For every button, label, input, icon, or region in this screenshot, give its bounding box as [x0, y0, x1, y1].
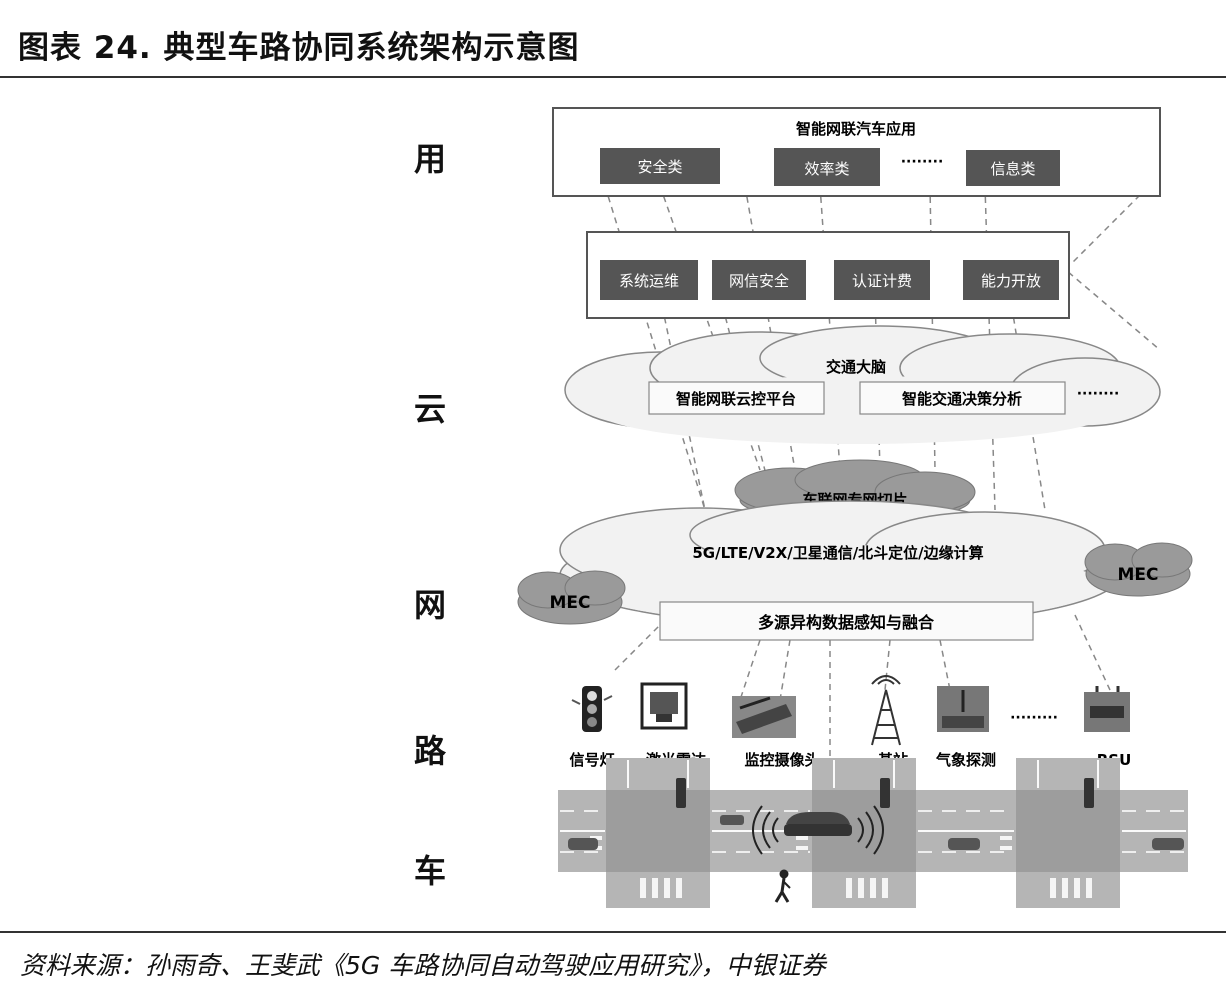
app-item-info-box: [966, 150, 1060, 186]
device-camera: 监控摄像头: [744, 751, 819, 769]
rsu-icon: [1084, 686, 1130, 732]
service-open: 能力开放: [981, 272, 1041, 290]
road-scene: [558, 758, 1188, 908]
mec-right-cloud: [1084, 542, 1193, 597]
device-weather: 气象探测: [935, 751, 996, 769]
camera-icon: [732, 696, 796, 738]
layer-label-app: 用: [414, 140, 447, 178]
service-security: 网信安全: [729, 272, 789, 290]
app-item-safety-box: [600, 148, 720, 184]
app-layer-title: 智能网联汽车应用: [796, 120, 916, 138]
app-ellipsis: ········: [901, 154, 944, 170]
architecture-diagram: 智能网联汽车应用 安全类 效率类 ········ 信息类 系统运维 网信安全 …: [517, 107, 1193, 908]
pedestrian-icon: [774, 869, 791, 903]
app-item-safety: 安全类: [637, 158, 682, 176]
base-station-icon: [871, 675, 901, 746]
cloud-platform-control-box: [648, 381, 825, 415]
cloud-platform-control: 智能网联云控平台: [676, 390, 796, 408]
figure-title: 图表 24. 典型车路协同系统架构示意图: [18, 30, 580, 66]
service-ops: 系统运维: [619, 272, 679, 290]
service-billing: 认证计费: [852, 272, 912, 290]
title-rule: [0, 76, 1226, 78]
device-traffic-light: 信号灯: [569, 751, 614, 769]
fusion-box: [659, 601, 1034, 641]
mec-left: MEC: [549, 593, 590, 613]
weather-station-icon: [937, 686, 989, 732]
mec-left-cloud: [517, 570, 626, 625]
network-slice-cloud: [734, 459, 976, 523]
service-billing-box: [834, 260, 930, 300]
connected-car-icon: [752, 805, 884, 855]
service-open-box: [963, 260, 1059, 300]
road-ellipsis: ·········: [1010, 710, 1058, 726]
footer-rule: [0, 931, 1226, 933]
cloud-ellipsis: ········: [1077, 386, 1120, 402]
source-note: 资料来源：孙雨奇、王斐武《5G 车路协同自动驾驶应用研究》，中银证券: [20, 951, 826, 980]
cloud-platform-decision-box: [859, 381, 1066, 415]
app-item-efficiency: 效率类: [804, 160, 849, 178]
mec-right: MEC: [1117, 565, 1158, 585]
layer-label-vehicle: 车: [414, 852, 447, 890]
layer-label-network: 网: [414, 586, 447, 624]
layer-label-cloud: 云: [414, 390, 447, 428]
service-security-box: [712, 260, 806, 300]
lidar-icon: [640, 682, 688, 730]
app-item-info: 信息类: [990, 160, 1035, 178]
network-tech: 5G/LTE/V2X/卫星通信/北斗定位/边缘计算: [692, 544, 983, 562]
fusion-label: 多源异构数据感知与融合: [758, 613, 935, 632]
cloud-title: 交通大脑: [826, 358, 886, 376]
layer-label-road: 路: [414, 732, 447, 770]
traffic-light-icon: [571, 686, 613, 732]
service-ops-box: [600, 260, 698, 300]
cloud-platform-decision: 智能交通决策分析: [902, 390, 1022, 408]
app-item-efficiency-box: [774, 148, 880, 186]
